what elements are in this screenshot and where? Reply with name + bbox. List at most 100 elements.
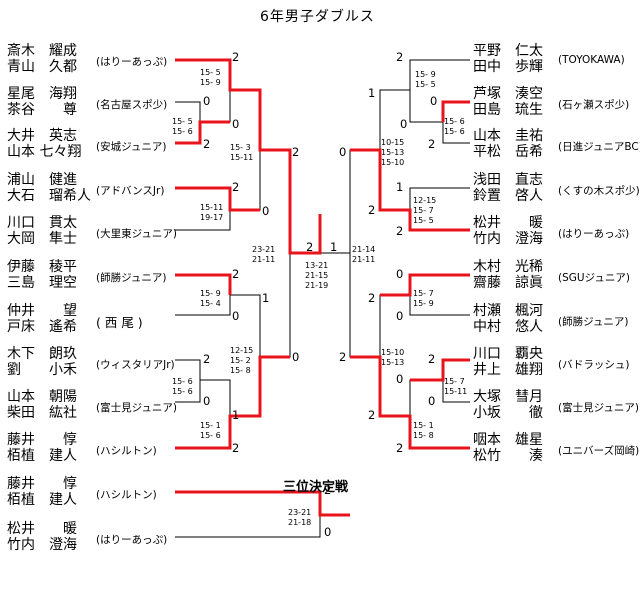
right-entry-player: 山本 圭祐 — [473, 128, 543, 144]
game-count: 0 — [232, 309, 240, 323]
left-entry-player: 栢植 建人 — [7, 448, 77, 464]
third-entry-player: 藤井 惇 — [7, 476, 77, 492]
right-entry-player: 田島 琉生 — [473, 102, 543, 118]
set-scores: 15- 9 — [200, 289, 221, 298]
set-scores: 12-15 — [413, 196, 437, 205]
right-entry-player: 木村 光稀 — [473, 259, 543, 275]
set-scores: 15- 1 — [413, 421, 434, 430]
set-scores: 15-10 — [381, 348, 405, 357]
game-count: 0 — [430, 94, 438, 108]
game-count: 2 — [203, 352, 211, 366]
right-entry-player: 井上 雄翔 — [473, 362, 543, 378]
set-scores: 15- 2 — [230, 356, 251, 365]
set-scores: 13-21 — [305, 261, 329, 270]
set-scores: 15- 6 — [444, 117, 465, 126]
game-count: 0 — [396, 372, 404, 386]
game-count: 1 — [396, 180, 404, 194]
left-entry-player: 茶谷 尊 — [7, 102, 77, 118]
set-scores: 15- 6 — [172, 377, 193, 386]
set-scores: 15- 7 — [413, 289, 434, 298]
set-scores: 15-10 — [381, 158, 405, 167]
game-count: 0 — [203, 394, 211, 408]
set-scores: 15- 9 — [200, 78, 221, 87]
game-count: 2 — [339, 350, 347, 364]
left-entry-player: 三島 理空 — [7, 275, 77, 291]
right-entry-club: (くすの木スポ少) — [558, 185, 640, 197]
game-count: 0 — [396, 267, 404, 281]
left-entry-player: 伊藤 稜平 — [7, 259, 77, 275]
right-entry-club: (SGUジュニア) — [558, 272, 630, 284]
game-count: 0 — [396, 309, 404, 323]
right-entry-club: (師勝ジュニア) — [558, 316, 629, 328]
set-scores: 21-11 — [252, 255, 276, 264]
right-entry-player: 松竹 湊 — [473, 448, 543, 464]
game-count: 2 — [368, 291, 376, 305]
game-count: 0 — [324, 525, 332, 539]
left-entry-club: (はりーあっぷ) — [96, 56, 168, 68]
page-title: 6年男子ダブルス — [260, 9, 375, 25]
left-entry-club: (師勝ジュニア) — [96, 272, 167, 284]
set-scores: 15- 7 — [413, 206, 434, 215]
right-entry-player: 鈴置 啓人 — [473, 188, 543, 204]
left-entry-club: (大里東ジュニア) — [96, 228, 177, 240]
game-count: 2 — [368, 203, 376, 217]
left-entry-player: 柴田 紘社 — [7, 405, 77, 421]
game-count: 2 — [306, 240, 314, 254]
game-count: 2 — [396, 50, 404, 64]
set-scores: 15-13 — [381, 148, 405, 157]
right-entry-player: 村瀬 楓河 — [473, 303, 543, 319]
left-entry-player: 大井 英志 — [7, 128, 77, 144]
third-entry-player: 竹内 澄海 — [7, 537, 77, 553]
set-scores: 15- 8 — [230, 366, 251, 375]
right-entry-club: (日進ジュニアBC) — [558, 141, 640, 153]
left-entry-club: (名古屋スポ少) — [96, 99, 168, 111]
game-count: 2 — [428, 137, 436, 151]
game-count: 2 — [292, 145, 300, 159]
game-count: 2 — [428, 352, 436, 366]
left-entry-club: (安城ジュニア) — [96, 141, 167, 153]
right-entry-player: 芦塚 湊空 — [473, 86, 543, 102]
set-scores: 15- 6 — [200, 431, 221, 440]
third-place-title: 三位決定戦 — [283, 480, 349, 495]
game-count: 2 — [324, 483, 332, 497]
left-entry-player: 大岡 隼士 — [7, 231, 77, 247]
set-scores: 21-15 — [305, 271, 329, 280]
game-count: 0 — [400, 117, 408, 131]
right-entry-player: 平野 仁太 — [473, 43, 543, 59]
game-count: 1 — [330, 240, 338, 254]
set-scores: 15-11 — [444, 387, 468, 396]
left-entry-player: 戸床 遙希 — [7, 319, 77, 335]
right-entry-player: 平松 岳希 — [473, 144, 543, 160]
game-count: 2 — [232, 180, 240, 194]
left-entry-club: ( 西 尾 ) — [96, 315, 143, 330]
set-scores: 21-11 — [352, 255, 376, 264]
game-count: 2 — [232, 441, 240, 455]
left-entry-club: (ウィスタリアJr) — [96, 359, 175, 371]
set-scores: 15- 4 — [200, 299, 221, 308]
game-count: 1 — [232, 408, 240, 422]
set-scores: 23-21 — [288, 508, 312, 517]
set-scores: 15- 5 — [200, 68, 221, 77]
right-entry-player: 中村 悠人 — [473, 319, 543, 335]
game-count: 2 — [203, 137, 211, 151]
left-entry-player: 木下 朗玖 — [7, 346, 77, 362]
game-count: 2 — [396, 224, 404, 238]
set-scores: 21-18 — [288, 518, 312, 527]
right-entry-club: (ユニバーズ岡崎) — [558, 445, 640, 457]
game-count: 2 — [396, 441, 404, 455]
set-scores: 15- 5 — [172, 117, 193, 126]
right-entry-player: 齋藤 諒眞 — [473, 275, 543, 291]
game-count: 1 — [368, 86, 376, 100]
left-entry-player: 青山 久都 — [7, 59, 77, 75]
game-count: 0 — [262, 204, 270, 218]
left-entry-player: 山本 朝陽 — [7, 389, 77, 405]
right-entry-player: 川口 覇央 — [473, 346, 543, 362]
game-count: 0 — [339, 145, 347, 159]
right-entry-player: 咽本 雄星 — [473, 432, 543, 448]
set-scores: 15-11 — [200, 203, 224, 212]
right-entry-club: (TOYOKAWA) — [558, 54, 625, 66]
third-entry-player: 松井 暖 — [7, 521, 77, 537]
set-scores: 15- 3 — [230, 143, 251, 152]
right-entry-club: (富士見ジュニア) — [558, 402, 639, 414]
left-entry-player: 川口 貫太 — [7, 215, 77, 231]
